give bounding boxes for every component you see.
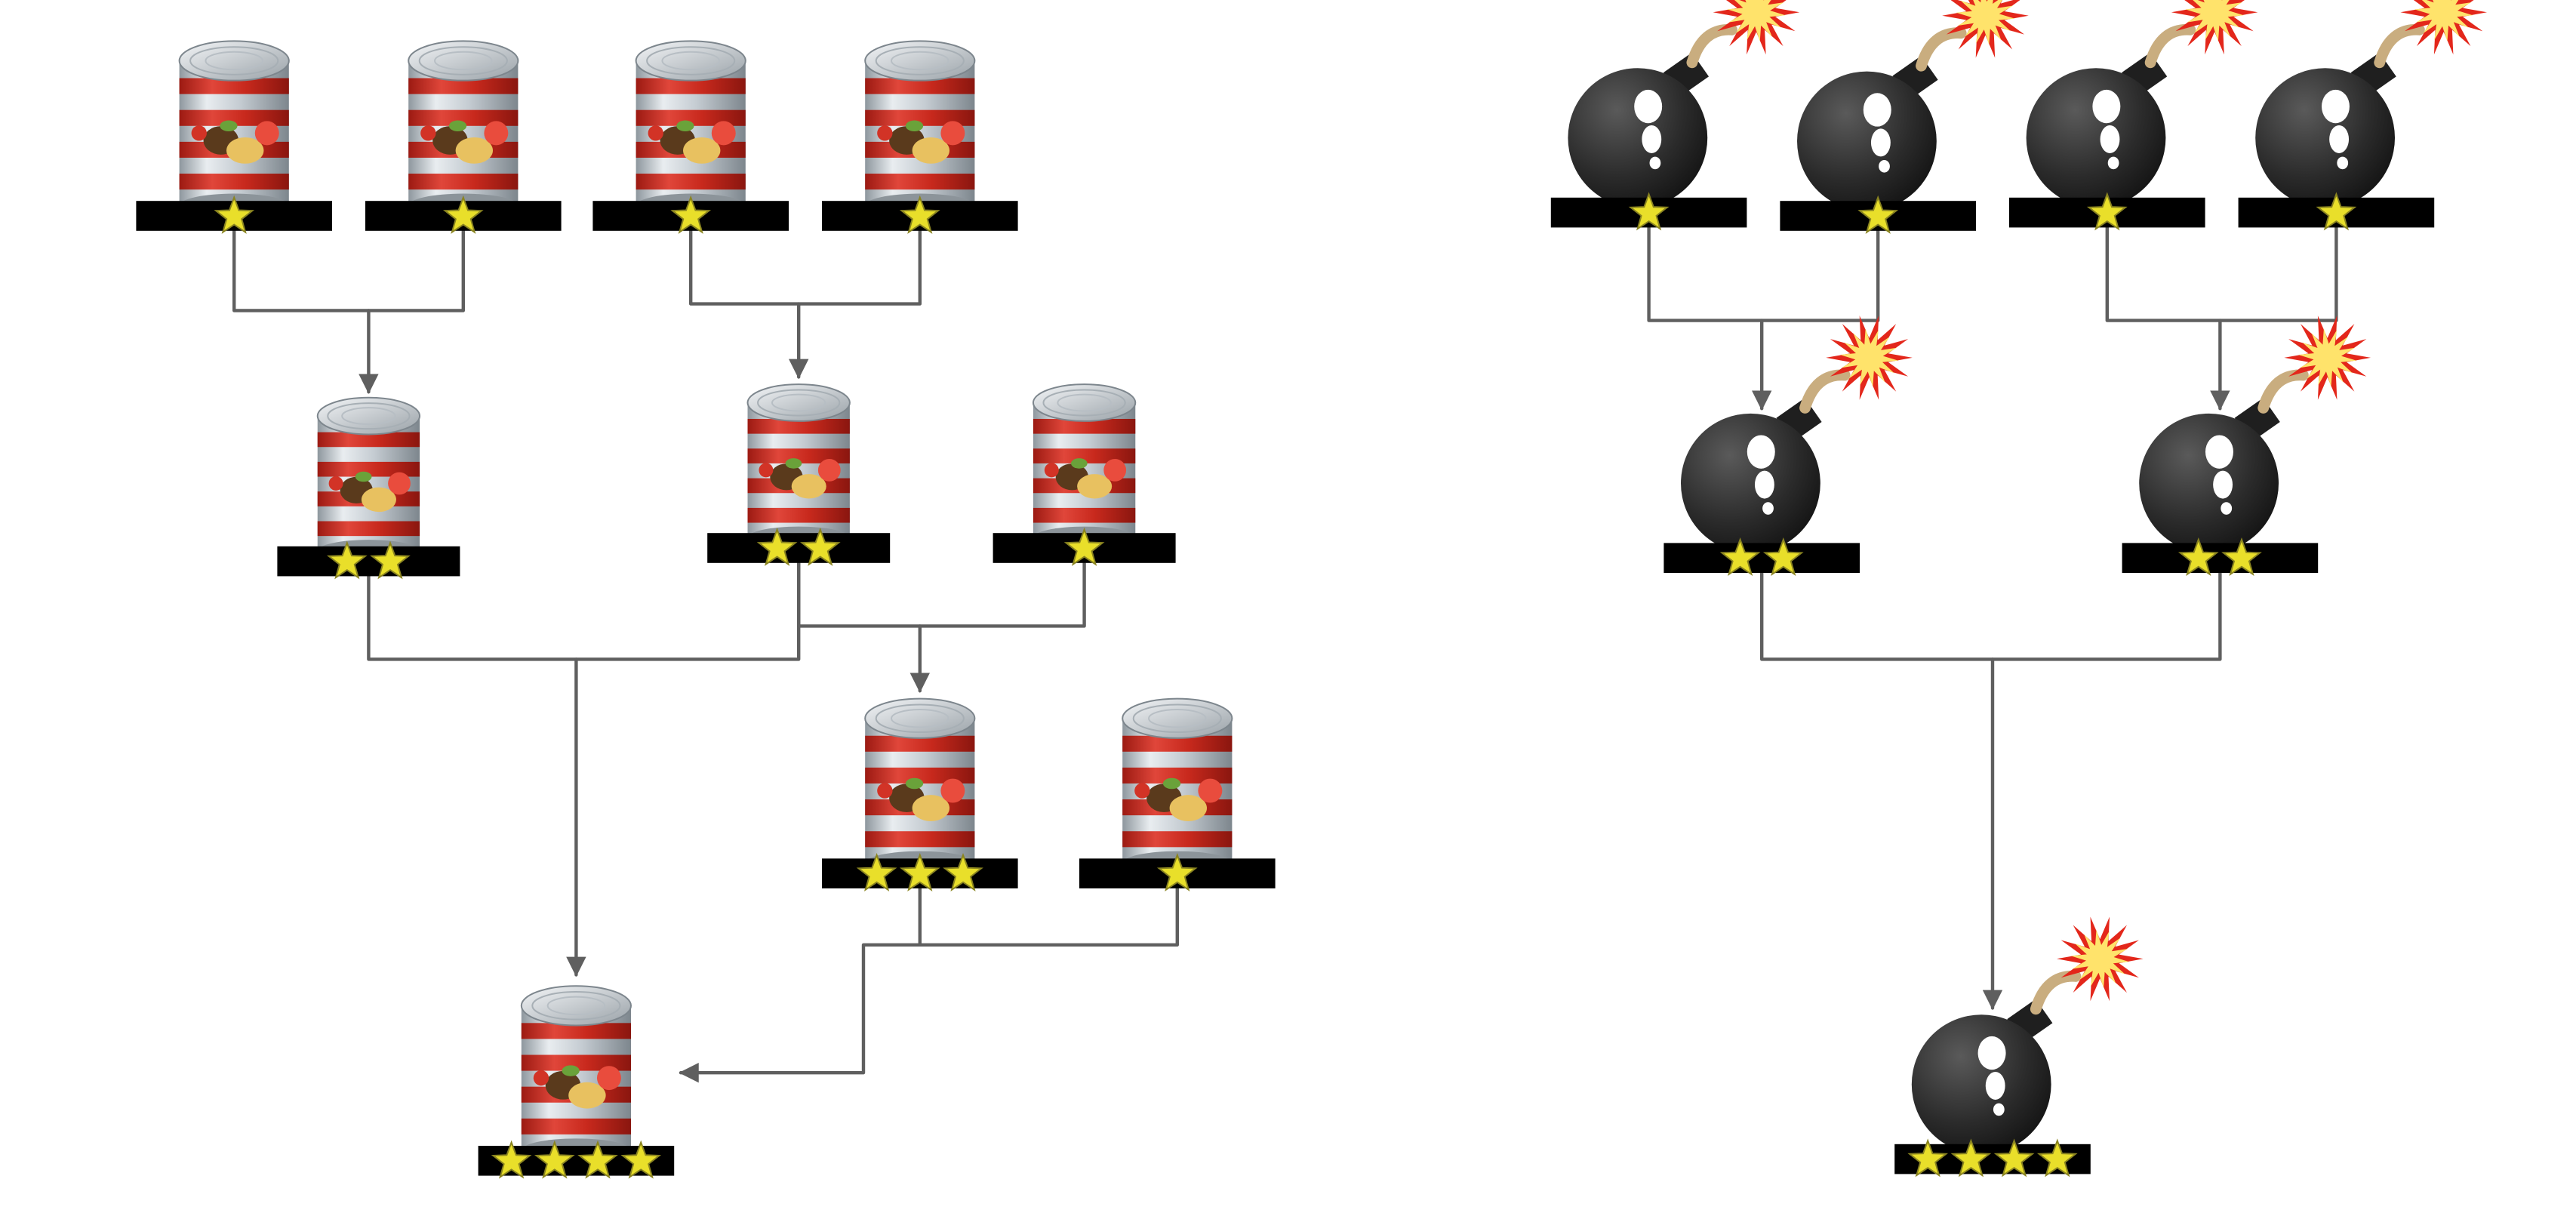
merge-arrow xyxy=(679,886,922,1083)
node-bomb-ab xyxy=(1663,316,1913,577)
connectors xyxy=(232,226,2338,1083)
star-icon xyxy=(1907,1138,1949,1178)
canned-food-icon xyxy=(746,383,851,549)
star-icon xyxy=(2086,192,2128,231)
canned-food-icon xyxy=(864,40,976,217)
star-icon xyxy=(2036,1138,2078,1178)
star-icon xyxy=(1063,527,1105,566)
canned-food-icon xyxy=(635,40,746,217)
star-icon xyxy=(491,1140,532,1179)
canned-food-icon xyxy=(864,697,976,876)
star-icon xyxy=(756,527,798,566)
level-plate xyxy=(707,533,891,563)
level-plate xyxy=(2122,543,2319,573)
level-plate xyxy=(1663,543,1860,573)
star-icon xyxy=(1719,537,1761,577)
star-icon xyxy=(1628,192,1670,231)
merge-arrow xyxy=(232,229,379,394)
node-can-cde xyxy=(822,697,1018,892)
bomb-icon xyxy=(1911,916,2144,1155)
nodes xyxy=(136,0,2487,1179)
star-icon xyxy=(2177,537,2219,577)
merge-arrow xyxy=(796,561,931,693)
node-bomb-b xyxy=(1780,0,2029,234)
star-icon xyxy=(1762,537,1804,577)
merge-arrow xyxy=(2105,226,2230,411)
merge-arrow xyxy=(1759,571,2003,1011)
node-can-c xyxy=(592,40,789,234)
canned-food-icon xyxy=(408,40,519,217)
star-icon xyxy=(577,1140,618,1179)
star-icon xyxy=(620,1140,662,1179)
star-icon xyxy=(856,853,897,892)
bomb-icon xyxy=(1797,0,2029,211)
bomb-icon xyxy=(2026,0,2258,208)
star-icon xyxy=(2316,192,2357,231)
node-bomb-d xyxy=(2238,0,2487,231)
level-plate xyxy=(277,546,460,577)
canned-food-icon xyxy=(1032,383,1137,549)
node-can-e xyxy=(993,383,1176,566)
node-can-f xyxy=(1079,697,1276,892)
canned-food-icon xyxy=(178,40,290,217)
star-icon xyxy=(943,853,983,892)
merge-arrow xyxy=(1647,226,1772,411)
star-icon xyxy=(799,527,841,566)
merge-line xyxy=(367,229,465,312)
star-icon xyxy=(1857,195,1899,234)
node-can-final xyxy=(478,985,675,1179)
bomb-icon xyxy=(2255,0,2487,208)
bomb-icon xyxy=(1568,0,1800,208)
node-bomb-a xyxy=(1550,0,1800,231)
star-icon xyxy=(442,195,484,234)
star-icon xyxy=(899,195,940,234)
merge-line xyxy=(2218,226,2338,322)
star-icon xyxy=(1950,1138,1992,1178)
canned-food-icon xyxy=(316,396,421,562)
canned-food-icon xyxy=(1122,697,1233,876)
node-bomb-c xyxy=(2009,0,2258,231)
star-icon xyxy=(370,540,411,580)
merge-line xyxy=(574,561,801,661)
bomb-icon xyxy=(2139,316,2371,553)
node-bomb-cd xyxy=(2122,316,2371,577)
star-icon xyxy=(214,195,255,234)
star-icon xyxy=(1156,853,1198,892)
star-icon xyxy=(534,1140,575,1179)
merge-line xyxy=(918,561,1086,628)
star-icon xyxy=(2221,537,2262,577)
merge-line xyxy=(918,886,1180,947)
merge-arrow xyxy=(689,229,809,380)
cans-merge-tree xyxy=(136,40,1276,1179)
bomb-icon xyxy=(1681,316,1913,553)
node-can-b xyxy=(365,40,562,234)
node-can-ab xyxy=(277,396,460,580)
star-icon xyxy=(1993,1138,2035,1178)
star-icon xyxy=(326,540,368,580)
node-can-cd xyxy=(707,383,891,566)
merge-line xyxy=(796,229,922,306)
node-can-a xyxy=(136,40,332,234)
merge-line xyxy=(1990,571,2222,661)
merge-line xyxy=(1759,229,1880,322)
node-bomb-final xyxy=(1894,916,2144,1178)
merge-arrow xyxy=(367,574,586,977)
star-icon xyxy=(670,195,712,234)
bombs-merge-tree xyxy=(1550,0,2487,1178)
canned-food-icon xyxy=(520,985,632,1162)
node-can-d xyxy=(822,40,1018,234)
star-icon xyxy=(899,853,940,892)
